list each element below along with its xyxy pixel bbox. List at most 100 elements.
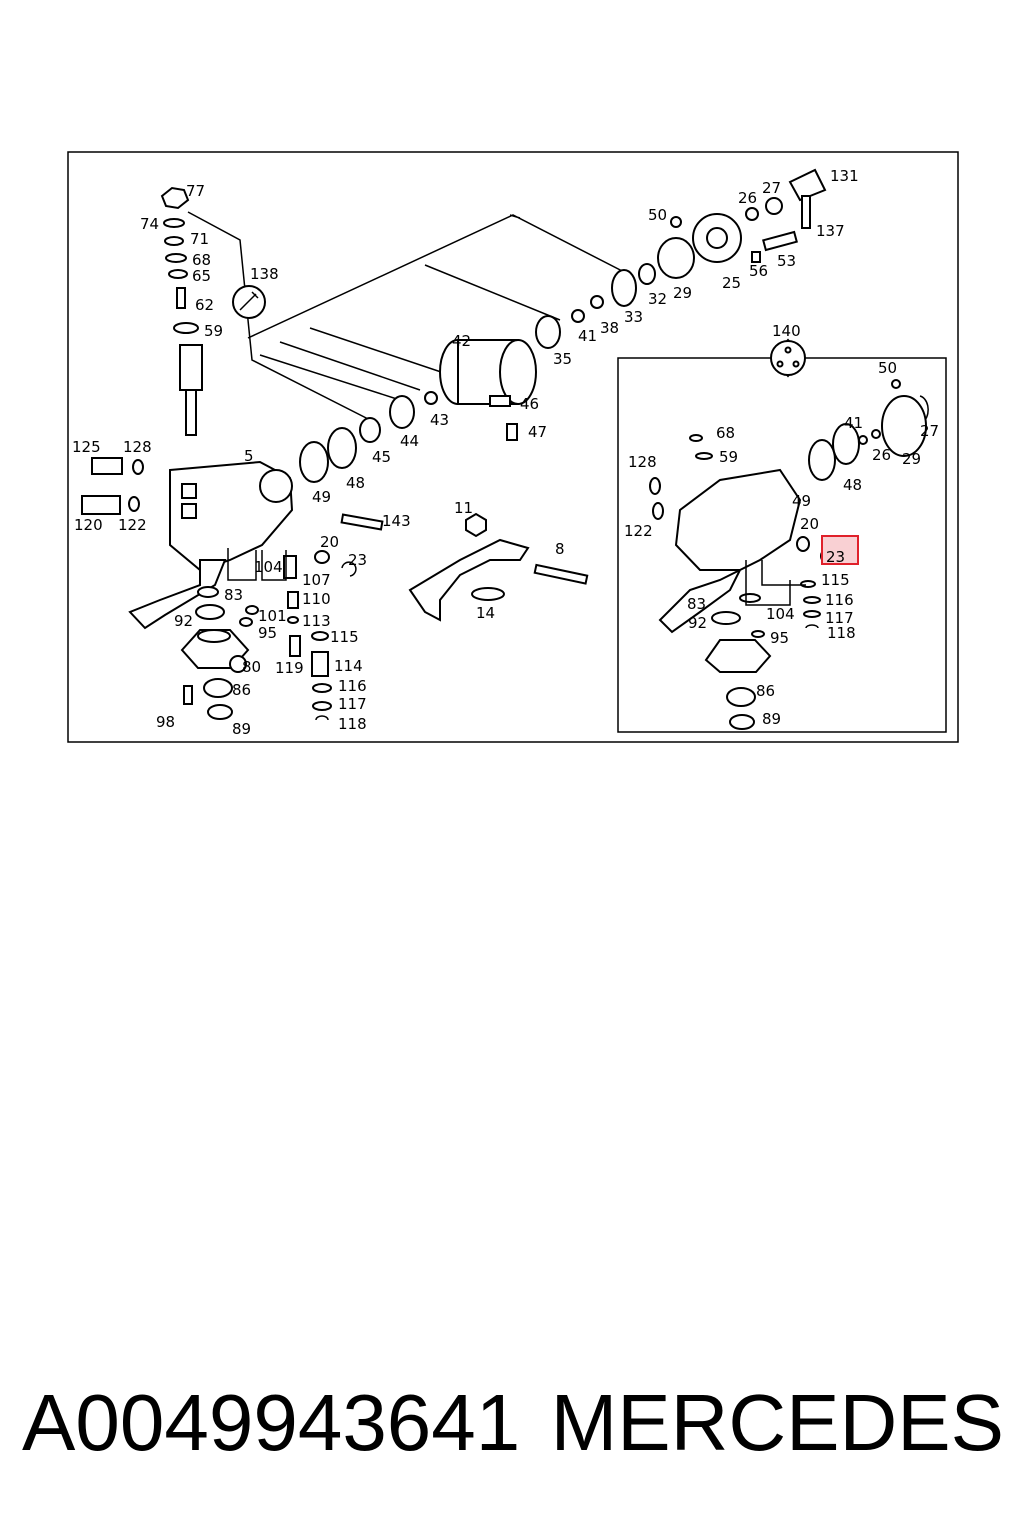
callout-label-56: 56	[749, 262, 768, 280]
callout-label-137: 137	[816, 222, 845, 240]
callout-label-32: 32	[648, 290, 667, 308]
inset-callout-label-116: 116	[825, 591, 854, 609]
callout-label-101: 101	[258, 607, 287, 625]
inset-callout-label-86: 86	[756, 682, 775, 700]
inset-callout-label-26: 26	[872, 446, 891, 464]
inset-callout-label-23: 23	[826, 548, 845, 566]
callout-label-23: 23	[348, 551, 367, 569]
inset-callout-label-41: 41	[844, 414, 863, 432]
callout-label-11: 11	[454, 499, 473, 517]
callout-label-68: 68	[192, 251, 211, 269]
callout-label-62: 62	[195, 296, 214, 314]
inset-callout-label-140: 140	[772, 322, 801, 340]
callout-label-65: 65	[192, 267, 211, 285]
inset-callout-label-118: 118	[827, 624, 856, 642]
callout-label-83: 83	[224, 586, 243, 604]
callout-label-117: 117	[338, 695, 367, 713]
callout-label-35: 35	[553, 350, 572, 368]
callout-label-115: 115	[330, 628, 359, 646]
callout-label-53: 53	[777, 252, 796, 270]
inset-callout-label-115: 115	[821, 571, 850, 589]
exploded-guide-lines	[247, 214, 631, 401]
callout-label-43: 43	[430, 411, 449, 429]
inset-callout-label-117: 117	[825, 609, 854, 627]
callout-label-44: 44	[400, 432, 419, 450]
callout-label-80: 80	[242, 658, 261, 676]
callout-label-114: 114	[334, 657, 363, 675]
inset-callout-label-29: 29	[902, 450, 921, 468]
guide-line-left	[187, 211, 381, 426]
callout-label-120: 120	[74, 516, 103, 534]
pitman-arm	[408, 512, 589, 622]
callout-label-95: 95	[258, 624, 277, 642]
steering-gearbox-housing	[81, 457, 294, 630]
callout-label-74: 74	[140, 215, 159, 233]
part-number: A0049943641	[22, 1378, 521, 1467]
callout-label-104: 104	[254, 558, 283, 576]
callout-label-29: 29	[673, 284, 692, 302]
callout-label-122: 122	[118, 516, 147, 534]
callout-label-45: 45	[372, 448, 391, 466]
inset-callout-label-128: 128	[628, 453, 657, 471]
callout-label-119: 119	[275, 659, 304, 677]
inset-callout-label-20: 20	[800, 515, 819, 533]
callout-label-38: 38	[600, 319, 619, 337]
inset-callout-label-50: 50	[878, 359, 897, 377]
callout-label-131: 131	[830, 167, 859, 185]
callout-label-46: 46	[520, 395, 539, 413]
callout-label-33: 33	[624, 308, 643, 326]
inset-callout-label-122: 122	[624, 522, 653, 540]
callout-label-49: 49	[312, 488, 331, 506]
callout-label-47: 47	[528, 423, 547, 441]
inset-parts	[649, 338, 929, 730]
callout-labels-inset: 140 50 41 27 26 29 68 59 128 122 49 48 20 23 115 116117…	[624, 322, 939, 728]
callout-label-92: 92	[174, 612, 193, 630]
callout-label-59: 59	[204, 322, 223, 340]
footer-caption: A0049943641 MERCEDES	[20, 1368, 1004, 1478]
callout-label-138: 138	[250, 265, 279, 283]
callout-label-5: 5	[244, 447, 254, 465]
brand-name: MERCEDES	[550, 1378, 1004, 1467]
callout-label-125: 125	[72, 438, 101, 456]
callout-label-25: 25	[722, 274, 741, 292]
inset-callout-label-92: 92	[688, 614, 707, 632]
callout-label-128: 128	[123, 438, 152, 456]
callout-label-118: 118	[338, 715, 367, 733]
wrench-glyph	[239, 291, 259, 311]
inset-callout-label-104: 104	[766, 605, 795, 623]
callout-label-98: 98	[156, 713, 175, 731]
callout-label-42: 42	[452, 332, 471, 350]
callout-label-41: 41	[578, 327, 597, 345]
callout-label-113: 113	[302, 612, 331, 630]
callout-label-27: 27	[762, 179, 781, 197]
diagram-frame	[67, 151, 959, 743]
lower-small-parts	[180, 548, 357, 721]
callout-label-50: 50	[648, 206, 667, 224]
steering-shaft-parts	[160, 186, 203, 436]
callout-label-71: 71	[190, 230, 209, 248]
callout-label-26: 26	[738, 189, 757, 207]
callout-label-116: 116	[338, 677, 367, 695]
highlight-box	[821, 535, 859, 565]
callout-label-8: 8	[555, 540, 565, 558]
inset-callout-label-49: 49	[792, 492, 811, 510]
callout-label-14: 14	[476, 604, 495, 622]
callout-label-86: 86	[232, 681, 251, 699]
inset-callout-label-59: 59	[719, 448, 738, 466]
inset-callout-label-83: 83	[687, 595, 706, 613]
callout-label-77: 77	[186, 182, 205, 200]
inset-callout-label-27: 27	[920, 422, 939, 440]
callout-label-143: 143	[382, 512, 411, 530]
inset-callout-label-68: 68	[716, 424, 735, 442]
callout-label-110: 110	[302, 590, 331, 608]
inset-callout-label-48: 48	[843, 476, 862, 494]
exploded-parts-diagram: 7774716865625913812512851201224948454443…	[67, 151, 959, 743]
callout-label-48: 48	[346, 474, 365, 492]
shaft-seals-bearings	[299, 168, 827, 531]
callout-label-107: 107	[302, 571, 331, 589]
callout-label-20: 20	[320, 533, 339, 551]
callout-label-89: 89	[232, 720, 251, 738]
inset-callout-label-89: 89	[762, 710, 781, 728]
inset-callout-label-95: 95	[770, 629, 789, 647]
